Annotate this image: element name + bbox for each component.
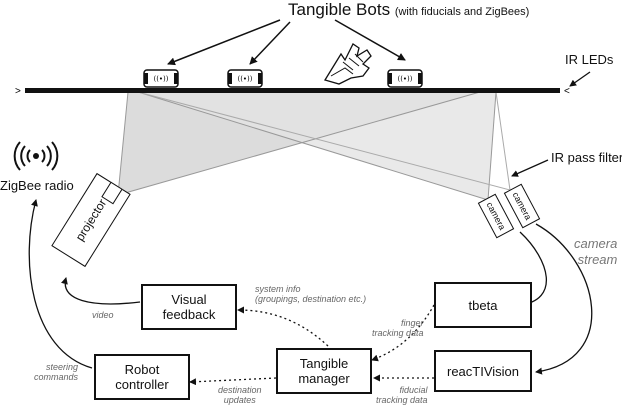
reactivision-box: reacTIVision (434, 350, 532, 392)
destination-updates-label: destination updates (218, 385, 262, 405)
finger-tracking-label: finger tracking data (372, 318, 424, 338)
tbeta-box: tbeta (434, 282, 532, 328)
steering-commands-label: steering commands (34, 362, 79, 382)
svg-text:>: > (15, 86, 21, 97)
camera-stream-label: camera stream (574, 236, 618, 267)
projector-label: projector (72, 196, 110, 244)
zigbee-radio-label: ZigBee radio (0, 178, 74, 193)
svg-text:((•)): ((•)) (237, 75, 252, 83)
ir-pass-filter-label: IR pass filter (551, 150, 622, 165)
system-info-label: system info (groupings, destination etc.… (255, 284, 367, 304)
visual-feedback-box: Visual feedback (141, 284, 237, 330)
zigbee-radio-icon (13, 141, 59, 171)
title-sub: (with fiducials and ZigBees) (394, 6, 530, 18)
bot-3: ((•)) (387, 69, 423, 88)
video-label: video (92, 310, 114, 320)
hand-icon (323, 43, 372, 85)
svg-text:((•)): ((•)) (153, 75, 168, 83)
camera-view-cone (138, 92, 496, 200)
svg-text:((•)): ((•)) (397, 75, 412, 83)
bot-2: ((•)) (227, 69, 263, 88)
tangible-manager-box: Tangible manager (276, 348, 372, 394)
ir-leds-label: IR LEDs (565, 52, 614, 67)
title-label: Tangible Bots (with fiducials and ZigBee… (288, 0, 529, 20)
table-surface (25, 88, 560, 93)
fiducial-tracking-label: fiducial tracking data (376, 385, 428, 405)
bot-1: ((•)) (143, 69, 179, 88)
robot-controller-box: Robot controller (94, 354, 190, 400)
svg-text:<: < (564, 86, 570, 97)
title-main: Tangible Bots (288, 0, 391, 19)
